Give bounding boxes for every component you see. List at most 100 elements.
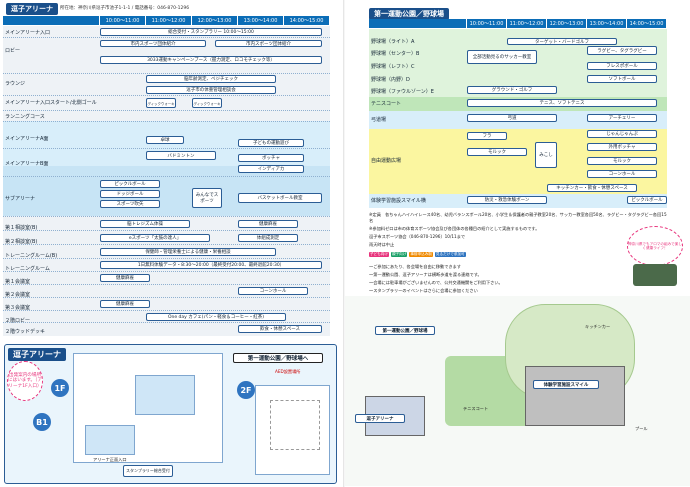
event-janken: じゃんじゃんぷ [587, 130, 657, 138]
event-mikoshi: みこし [535, 142, 557, 168]
event-mahjong: 健康麻雀 [100, 274, 150, 282]
event-rugby: ラグビー、タグラグビー [587, 46, 657, 55]
row-label: 第２相談室(B) [5, 238, 38, 245]
map-note-3: 〜会場には駐車場がございませんので、公共交通機関をご利用下さい。 [369, 280, 503, 285]
time-header: 12:00〜13:00 [547, 19, 587, 28]
event-table-tennis: 卓球 [146, 136, 184, 144]
aed-label: AED設置場所 [275, 369, 301, 374]
event-reception: 総合受付・スタンプラリー 10:00〜15:00 [100, 28, 322, 36]
event-cornhole: コーンホール [587, 170, 657, 178]
legend-reservation-tag: 事前申込み制 [409, 252, 433, 257]
event-brain-training: 脳トレジズム体操 [100, 220, 190, 228]
venue-title: 逗子アリーナ [6, 3, 58, 15]
event-body-fat: 体組成測定 [238, 234, 298, 242]
time-header: 13:00〜14:00 [238, 16, 284, 25]
map-note-1: 〜ご参加にあたり、各会場を自由に移動できます [369, 264, 461, 269]
time-header: 11:00〜12:00 [507, 19, 547, 28]
event-body-measure: 脳年齢測定、ベジチェック [146, 75, 276, 83]
event-spinning: スポーツ吹矢 [100, 200, 160, 208]
row-label: テニスコート [371, 101, 402, 107]
event-esports: eスポーツ「太鼓の達人」 [100, 234, 210, 242]
event-kids: 子どもの運動遊び [238, 139, 304, 147]
floor-b1: B1 [33, 413, 51, 431]
link-park[interactable]: 第一運動公園／野球場へ [233, 353, 323, 363]
grid-line [3, 297, 330, 298]
row-label: 弓道場 [371, 117, 387, 123]
event-city-sports: 市内スポーツ団体紹介 [215, 40, 322, 47]
band-sub [3, 166, 330, 216]
row-label: 野球場（センター）B [371, 51, 420, 57]
grid-line [3, 322, 330, 323]
event-nordic-walking: ノルディックウォーキング [146, 98, 176, 108]
venue-address: 所在地：神奈川県逗子市池子1-1-1 / 電話番号：046-870-1296 [60, 6, 190, 11]
event-ground-golf: グラウンド・ゴルフ [467, 86, 557, 94]
event-cornhole: コーンホール [238, 287, 308, 295]
park-map: 第一運動公園／野球場 体験学習施設スマイル 逗子アリーナ テニスコート プール … [345, 296, 690, 486]
row-label: 野球場（ファウルゾーン）E [371, 89, 434, 95]
kitchen-car-bubble: 神奈川県でもアロマの組みで楽しく健康ライフ！ [627, 226, 683, 266]
event-drinks: 飲食・休憩スペース [238, 325, 322, 333]
time-header: 14:00〜15:00 [284, 16, 330, 25]
event-mahjong: 健康麻雀 [238, 220, 298, 228]
header-blank [3, 16, 100, 25]
legend-watch-tag: 見るだけで参加可 [434, 252, 466, 257]
stamp-reception: スタンプラリー総合受付 [123, 465, 173, 477]
grid-line [3, 216, 330, 217]
event-pickleball: ピックルボール [100, 180, 160, 188]
row-label: 体験学習施設スマイル横 [371, 198, 426, 204]
floor-1f: 1F [51, 379, 69, 397]
row-label: メインアリーナA面 [5, 135, 49, 142]
event-soccer: 全部活動見るのサッカー教室 [467, 50, 537, 64]
event-basketball: バスケットボール教室 [238, 193, 322, 203]
time-header: 10:00〜11:00 [100, 16, 146, 25]
map-note-2: 〜第一運動公園、逗子アリーナは横断歩道を渡る連絡です。 [369, 272, 482, 277]
event-3033-booth: 3033運動キャンペーンブース（握力測定、ロコモチェック等） [100, 56, 322, 64]
map-arena-label: 逗子アリーナ [355, 414, 405, 423]
map-pool-label: プール [635, 426, 648, 431]
event-disaster: 防災・救急体験ボーン [467, 196, 547, 204]
note-sports: ※参加料ゼロは市の体育スポーツ協会及び各団体の各種目の紹介として実施するものです… [369, 226, 540, 231]
event-boccia: ボッチャ [238, 154, 304, 162]
grid-line [3, 230, 330, 231]
grid-line [3, 95, 330, 96]
event-target-golf: ターゲット・バードゴルフ [507, 38, 617, 45]
row-label: ２階ウッドデッキ [5, 328, 46, 335]
time-header: 14:00〜15:00 [627, 19, 667, 28]
legend: 子ども向け 親子向け 事前申込み制 見るだけで参加可 [369, 252, 466, 257]
event-kyudo: 弓道 [467, 114, 557, 122]
left-panel: 逗子アリーナ 所在地：神奈川県逗子市池子1-1-1 / 電話番号：046-870… [3, 3, 337, 484]
row-label: ラウンジ [5, 80, 26, 87]
row-label: 自由運動広場 [371, 158, 402, 164]
event-molkky: モルック [587, 157, 657, 165]
speech-bubble: 出発案内の場所にはいます。（アリーナ1F入口） [7, 361, 43, 401]
entrance-label: アリーナ正面入口 [93, 457, 127, 462]
event-outdoor-boccia: 外用ボッチャ [587, 143, 657, 151]
2f-room-box [270, 400, 320, 450]
row-label: トレーニングルーム(B) [5, 252, 58, 259]
legend-kids-tag: 子ども向け [369, 252, 389, 257]
row-label: メインアリーナ入口 [5, 29, 51, 36]
grid-line [3, 73, 330, 74]
event-kitchen: キッチンカー・飲食・休憩スペース [547, 184, 637, 192]
right-panel: 第一運動公園／野球場 10:00〜11:00 11:00〜12:00 12:00… [345, 0, 690, 487]
row-label: ランニングコース [5, 113, 45, 120]
smile-building [525, 366, 625, 426]
row-label: 第１会議室 [5, 278, 31, 285]
map-title: 逗子アリーナ [8, 348, 66, 361]
row-label: メインアリーナ入口スタート/北側ゴール [5, 100, 97, 107]
event-softball: ソフトボール [587, 75, 657, 83]
row-label: サブアリーナ [5, 195, 36, 202]
event-mina-sports: みんなでスポーツ [192, 188, 222, 208]
time-header: 13:00〜14:00 [587, 19, 627, 28]
sub-arena-box [85, 425, 135, 455]
grid-line [3, 176, 330, 177]
map-tennis-label: テニスコート [463, 406, 489, 411]
event-tennis: テニス、ソフトテニス [467, 99, 657, 107]
row-label: 第１相談室(B) [5, 224, 38, 231]
arena-map: 逗子アリーナ 1F B1 2F 出発案内の場所にはいます。（アリーナ1F入口） … [4, 344, 337, 484]
main-arena-box [135, 375, 195, 415]
header-blank [369, 19, 467, 28]
event-mahjong: 健康麻雀 [100, 300, 150, 308]
row-label: 第２会議室 [5, 291, 31, 298]
event-dodgeball: ドッジボール [100, 190, 160, 198]
